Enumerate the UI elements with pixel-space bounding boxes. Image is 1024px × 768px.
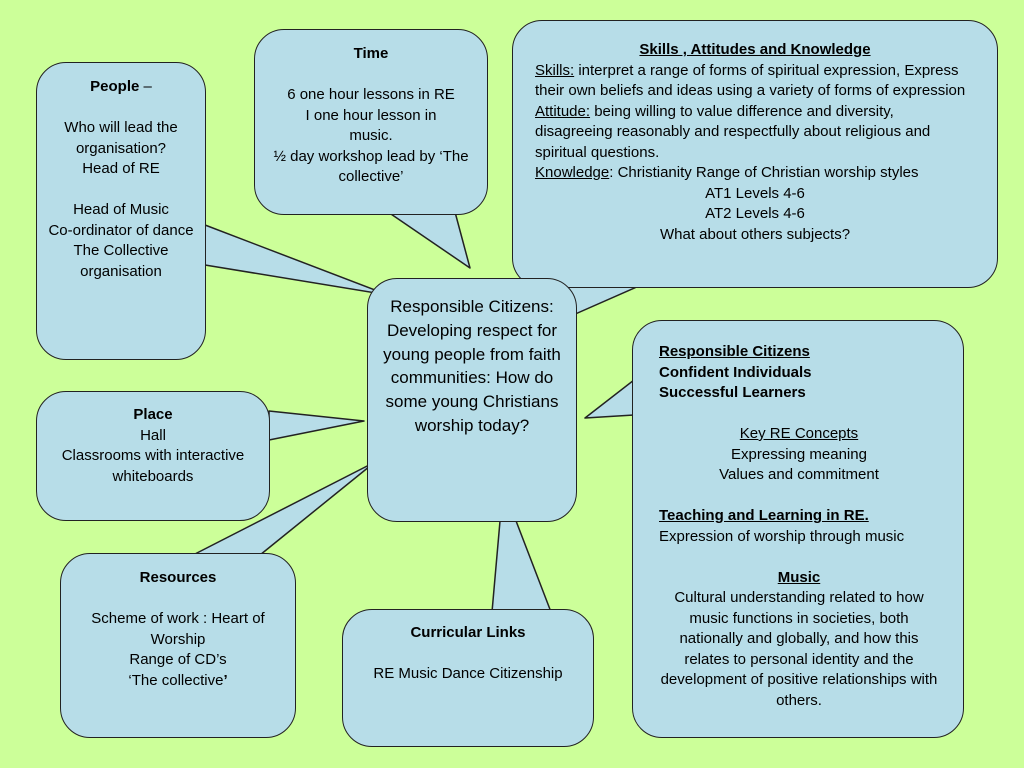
skills-paragraph: Skills: interpret a range of forms of sp… (535, 61, 975, 102)
concept-line: Values and commitment (719, 466, 879, 483)
central-theme-bubble: Responsible Citizens: Developing respect… (367, 278, 577, 522)
music-text: Cultural understanding related to how mu… (660, 589, 938, 709)
place-line: Classrooms with interactive whiteboards (61, 447, 245, 485)
people-callout-tail (204, 224, 389, 296)
aims-concepts-bubble: Responsible Citizens Confident Individua… (632, 320, 964, 738)
teaching-learning-heading: Teaching and Learning in RE. (659, 507, 869, 524)
skills-attitudes-knowledge-bubble: Skills , Attitudes and Knowledge Skills:… (512, 20, 998, 288)
people-line: Who will lead the organisation? (64, 119, 178, 157)
place-line: Hall (140, 426, 166, 444)
time-line: ½ day workshop lead by ‘The collective’ (273, 147, 469, 186)
people-line: Head of Music (73, 201, 169, 218)
curricular-text: RE Music Dance Citizenship (373, 665, 563, 682)
resources-last-line: ‘The collective’ (69, 671, 287, 692)
at2-levels: AT2 Levels 4-6 (705, 205, 805, 222)
music-heading: Music (777, 568, 821, 586)
people-heading-suffix: – (139, 78, 152, 95)
people-line: Head of RE (82, 160, 160, 177)
aims-panel-callout-tail (584, 379, 635, 419)
central-theme-text: Responsible Citizens: Developing respect… (383, 297, 561, 435)
curricular-links-bubble: Curricular Links RE Music Dance Citizens… (342, 609, 594, 747)
resources-last-line-text: ‘The collective (128, 671, 224, 689)
knowledge-text: : Christianity Range of Christian worshi… (609, 164, 919, 181)
knowledge-label: Knowledge (535, 164, 610, 181)
skills-heading: Skills , Attitudes and Knowledge (639, 41, 871, 58)
resources-last-line-suffix: ’ (223, 671, 228, 689)
resources-line: Range of CD’s (129, 651, 227, 668)
key-re-concepts-heading: Key RE Concepts (739, 425, 859, 442)
resources-bubble: Resources Scheme of work : Heart of Wors… (60, 553, 296, 738)
aim-successful-learners: Successful Learners (659, 384, 806, 401)
attitude-text: being willing to value difference and di… (535, 102, 931, 161)
at1-levels: AT1 Levels 4-6 (705, 184, 805, 202)
place-heading: Place (133, 406, 173, 423)
skills-label: Skills: (535, 61, 575, 79)
resources-line: Scheme of work : Heart of Worship (91, 610, 265, 648)
place-callout-tail (268, 410, 365, 441)
people-line: Co-ordinator of dance (48, 221, 194, 239)
place-bubble: Place Hall Classrooms with interactive w… (36, 391, 270, 521)
aim-responsible-citizens: Responsible Citizens (659, 343, 810, 360)
attitude-label: Attitude: (535, 102, 591, 120)
time-line: I one hour lesson in music. (305, 106, 437, 145)
time-callout-tail (387, 211, 471, 269)
resources-heading: Resources (139, 569, 217, 586)
knowledge-paragraph: Knowledge: Christianity Range of Christi… (535, 163, 975, 184)
concept-line: Expressing meaning (731, 445, 867, 463)
skills-text: interpret a range of forms of spiritual … (535, 61, 966, 100)
time-heading: Time (353, 45, 389, 62)
curricular-heading: Curricular Links (410, 624, 526, 641)
people-heading: People (90, 78, 140, 95)
aim-confident-individuals: Confident Individuals (659, 363, 812, 381)
people-bubble: People – Who will lead the organisation?… (36, 62, 206, 360)
people-line: The Collective organisation (73, 242, 169, 280)
teaching-learning-text: Expression of worship through music (659, 527, 905, 545)
time-line: 6 one hour lessons in RE (287, 86, 455, 103)
people-heading-line: People – (45, 77, 197, 98)
time-bubble: Time 6 one hour lessons in RE I one hour… (254, 29, 488, 215)
attitude-paragraph: Attitude: being willing to value differe… (535, 102, 975, 164)
other-subjects-question: What about others subjects? (659, 225, 851, 243)
